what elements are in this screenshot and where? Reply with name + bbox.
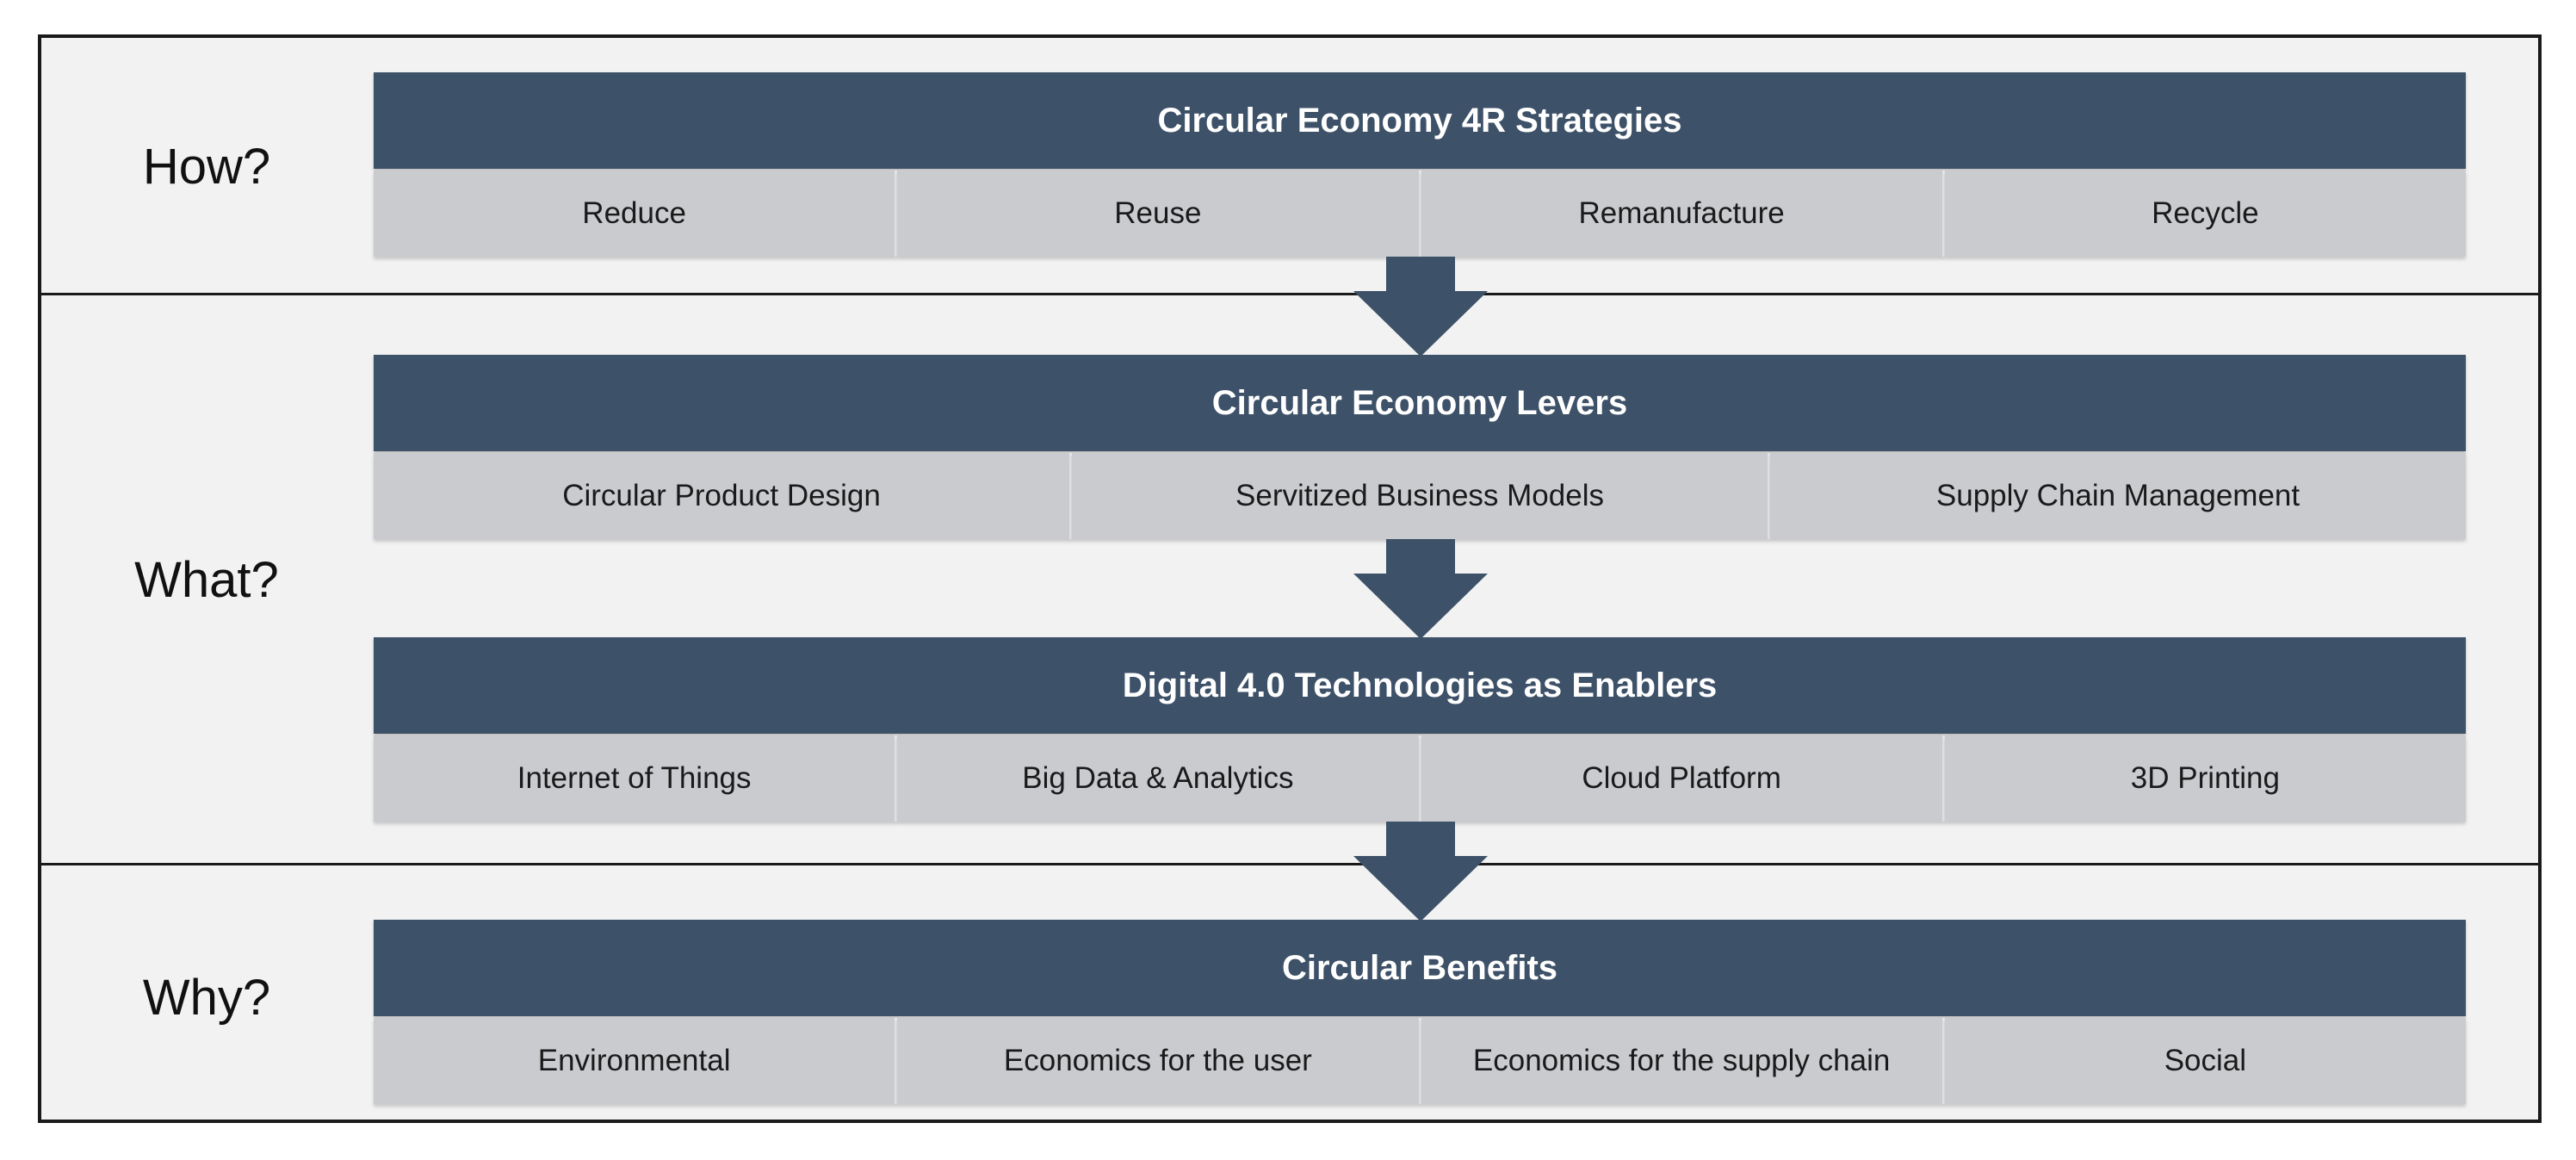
cell-supply-chain-management: Supply Chain Management — [1770, 453, 2466, 539]
cell-big-data-analytics: Big Data & Analytics — [897, 735, 1421, 822]
block-title-technologies: Digital 4.0 Technologies as Enablers — [374, 637, 2466, 734]
cell-reduce: Reduce — [374, 171, 898, 257]
cell-remanufacture: Remanufacture — [1421, 171, 1945, 257]
cells-benefits: Environmental Economics for the user Eco… — [374, 1018, 2466, 1104]
row-label-what: What? — [134, 552, 279, 608]
cell-cloud-platform: Cloud Platform — [1421, 735, 1945, 822]
cell-3d-printing: 3D Printing — [1944, 735, 2466, 822]
divider-how-what — [38, 293, 2542, 295]
cell-servitized-business-models: Servitized Business Models — [1072, 453, 1770, 539]
cell-circular-product-design: Circular Product Design — [374, 453, 1072, 539]
block-benefits: Circular Benefits Environmental Economic… — [374, 920, 2466, 1104]
cell-reuse: Reuse — [897, 171, 1421, 257]
cell-recycle: Recycle — [1944, 171, 2466, 257]
cell-environmental: Environmental — [374, 1018, 898, 1104]
row-label-why: Why? — [142, 970, 271, 1026]
cell-social: Social — [1944, 1018, 2466, 1104]
cell-economics-supply-chain: Economics for the supply chain — [1421, 1018, 1945, 1104]
cells-levers: Circular Product Design Servitized Busin… — [374, 453, 2466, 539]
cells-technologies: Internet of Things Big Data & Analytics … — [374, 735, 2466, 822]
block-title-strategies: Circular Economy 4R Strategies — [374, 72, 2466, 169]
block-technologies: Digital 4.0 Technologies as Enablers Int… — [374, 637, 2466, 822]
cell-internet-of-things: Internet of Things — [374, 735, 898, 822]
cells-strategies: Reduce Reuse Remanufacture Recycle — [374, 171, 2466, 257]
down-arrow-icon — [1353, 539, 1488, 639]
divider-what-why — [38, 863, 2542, 865]
block-title-levers: Circular Economy Levers — [374, 355, 2466, 451]
down-arrow-icon — [1353, 257, 1488, 357]
down-arrow-icon — [1353, 822, 1488, 921]
block-levers: Circular Economy Levers Circular Product… — [374, 355, 2466, 539]
block-strategies: Circular Economy 4R Strategies Reduce Re… — [374, 72, 2466, 257]
cell-economics-user: Economics for the user — [897, 1018, 1421, 1104]
row-label-how: How? — [142, 139, 271, 195]
block-title-benefits: Circular Benefits — [374, 920, 2466, 1016]
